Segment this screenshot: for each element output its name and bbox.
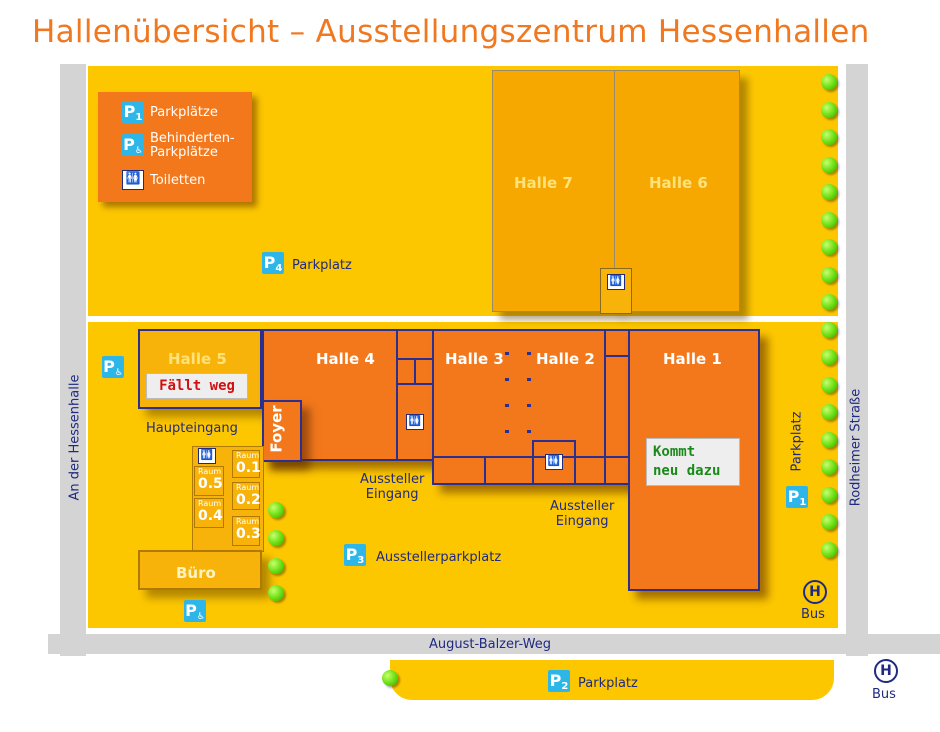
note-kommt-neu-dazu: Kommt neu dazu [646,438,740,486]
legend-box: P1 Parkplätze P♿ Behinderten- Parkplätze… [98,92,252,202]
foyer-label: Foyer [267,405,286,453]
buero-label: Büro [176,564,216,582]
partition-mark [505,430,509,433]
parking-p2-icon: P2 [548,670,570,692]
parking-p4-label: Parkplatz [292,258,352,273]
hall-1-label: Halle 1 [663,350,722,368]
wall [414,358,416,385]
page-title: Hallenübersicht – Ausstellungszentrum He… [32,14,870,50]
partition-mark [527,404,531,407]
wall [604,331,606,483]
tree [821,239,837,255]
partition-mark [505,404,509,407]
buero[interactable] [138,550,262,590]
hall-3-label: Halle 3 [445,350,504,368]
foyer[interactable] [262,400,302,462]
tree [821,376,837,393]
hall-6-label: Halle 6 [649,174,708,192]
wall [606,355,630,357]
tree [821,184,837,200]
partition-mark [527,378,531,381]
tree [821,431,837,448]
hall-5-label: Halle 5 [168,350,227,368]
hall-2-label: Halle 2 [536,350,595,368]
main-entrance-label: Haupteingang [146,421,238,436]
wall [484,458,486,484]
bus-stop-icon: H [803,580,827,604]
tree [821,74,837,90]
tree [821,459,837,475]
legend-parking-icon: P1 [122,101,144,123]
wall [396,331,398,459]
bus-stop-label-2: Bus [872,687,896,702]
legend-toilet-label: Toiletten [150,173,206,188]
tree [821,211,837,228]
tree [821,294,837,310]
legend-disabled-parking-icon: P♿ [122,134,144,156]
bus-stop-icon-2: H [874,659,898,683]
parking-p1-icon: P1 [786,486,808,508]
tree [382,670,398,686]
parking-p2-label: Parkplatz [578,676,638,691]
parking-p1-label: Parkplatz [789,411,805,472]
road-west [60,64,86,656]
legend-parking-label: Parkplätze [150,105,218,120]
room-0-2[interactable]: Raum 0.2 [232,482,261,510]
wall [532,440,534,484]
tree [821,349,837,365]
partition-mark [527,352,531,355]
tree [821,101,837,118]
hall-7-label: Halle 7 [514,174,573,192]
tree [821,404,837,420]
tree [268,502,284,518]
hall-4-toilet-icon: 🚻 [406,414,424,430]
hall-2-toilet-icon: 🚻 [545,454,563,470]
tree [821,129,837,145]
parking-p3-icon: P3 [344,544,366,566]
wall [532,440,576,442]
tree [821,514,837,530]
tree [268,585,284,601]
hall-6[interactable] [614,70,740,312]
tree [821,486,837,503]
disabled-parking-west-icon: P♿ [102,356,124,378]
bus-stop-label: Bus [801,607,825,622]
street-west-label: An der Hessenhalle [67,374,83,501]
partition-mark [527,430,531,433]
hall-4[interactable] [262,329,434,461]
street-south-label: August-Balzer-Weg [428,637,552,652]
partition-mark [505,352,509,355]
tree [268,530,284,546]
tree [821,156,837,173]
disabled-parking-south-icon: P♿ [184,600,206,622]
room-0-5[interactable]: Raum 0.5 [194,466,224,496]
road-east [846,64,868,656]
rooms-toilet-icon: 🚻 [198,448,216,464]
tree [268,558,284,574]
wall [574,440,576,484]
tree [821,266,837,283]
room-0-4[interactable]: Raum 0.4 [194,498,224,528]
exhibitor-entrance-1-label: Aussteller Eingang [360,472,425,502]
road-south [48,634,940,654]
parking-p3-label: Ausstellerparkplatz [376,550,502,565]
tree [821,321,837,338]
legend-toilet-icon: 🚻 [122,170,144,190]
parking-p4-icon: P4 [262,252,284,274]
partition-mark [505,378,509,381]
room-0-3[interactable]: Raum 0.3 [232,516,261,546]
plot-parking-p2 [390,660,834,700]
hall-7-toilet-icon: 🚻 [607,274,625,290]
legend-disabled-parking-label: Behinderten- Parkplätze [150,131,235,160]
room-0-1[interactable]: Raum 0.1 [232,450,261,478]
hall-4-label: Halle 4 [316,350,375,368]
note-faellt-weg: Fällt weg [146,373,248,399]
tree [821,541,837,558]
hall-7[interactable] [492,70,616,312]
street-east-label: Rodheimer Straße [848,388,864,507]
exhibitor-entrance-2-label: Aussteller Eingang [550,499,615,529]
